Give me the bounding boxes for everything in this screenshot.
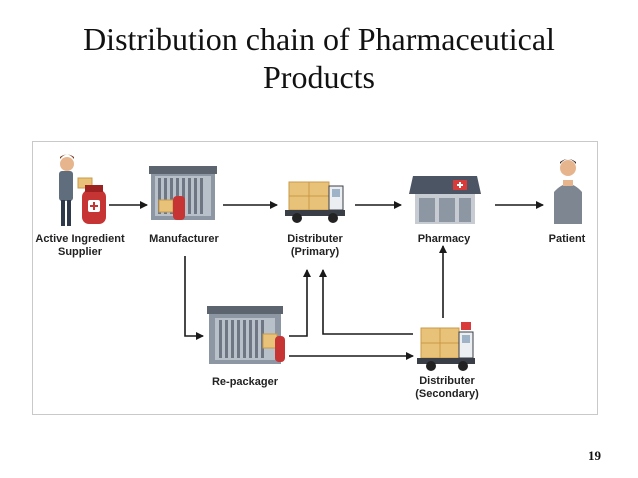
arrow-manufacturer-to-repackager — [184, 256, 204, 340]
arrow-secondary-to-primary — [319, 269, 413, 335]
slide-title-line-1: Distribution chain of Pharmaceutical — [83, 21, 555, 57]
node-label-supplier: Active Ingredient Supplier — [35, 233, 125, 258]
patient-icon — [554, 159, 582, 224]
node-label-distributor-secondary: Distributer (Secondary) — [415, 375, 479, 400]
delivery-truck-icon-primary — [285, 181, 345, 223]
factory-icon — [149, 166, 217, 220]
node-label-pharmacy: Pharmacy — [417, 233, 471, 245]
node-label-patient: Patient — [548, 233, 586, 245]
slide-title: Distribution chain of Pharmaceutical Pro… — [0, 20, 638, 96]
distribution-diagram: Active Ingredient Supplier Manufacturer … — [32, 141, 598, 415]
person-with-medicine-bottle-icon — [59, 154, 106, 226]
repackaging-warehouse-icon — [207, 306, 285, 364]
delivery-truck-icon-secondary — [417, 322, 475, 371]
diagram-canvas — [59, 154, 582, 371]
node-label-repackager: Re-packager — [211, 376, 279, 388]
arrow-repackager-to-primary — [289, 269, 311, 337]
node-label-manufacturer: Manufacturer — [149, 233, 219, 245]
slide-title-line-2: Products — [263, 59, 375, 95]
pharmacy-store-icon — [409, 176, 481, 224]
node-label-distributor-primary: Distributer (Primary) — [287, 233, 343, 258]
page-number: 19 — [588, 448, 601, 463]
